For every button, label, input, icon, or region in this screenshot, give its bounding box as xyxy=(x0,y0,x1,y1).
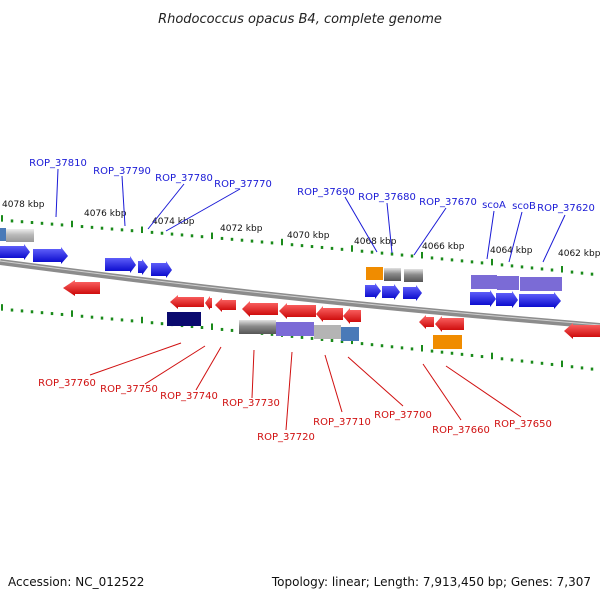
upper-feature-boxes xyxy=(0,228,562,291)
feature-box[interactable] xyxy=(239,320,276,334)
feature-box[interactable] xyxy=(497,276,519,290)
gene-label[interactable]: ROP_37710 xyxy=(313,417,371,428)
feature-box[interactable] xyxy=(314,325,341,339)
reverse-gene-arrow[interactable] xyxy=(170,295,204,309)
forward-gene-arrow[interactable] xyxy=(151,261,172,278)
ruler-label-4072: 4072 kbp xyxy=(220,224,263,234)
gene-label[interactable]: ROP_37760 xyxy=(38,378,96,389)
gene-label[interactable]: ROP_37670 xyxy=(419,197,477,208)
feature-box[interactable] xyxy=(384,268,401,281)
upper-scale-ruler: 4078 kbp 4076 kbp 4074 kbp 4072 kbp 4070… xyxy=(1,200,600,276)
feature-box[interactable] xyxy=(366,267,383,280)
ruler-label-4066: 4066 kbp xyxy=(422,242,465,252)
ruler-label-4078: 4078 kbp xyxy=(2,200,45,210)
reverse-gene-arrow[interactable] xyxy=(435,316,464,332)
reverse-strand-genes xyxy=(63,280,600,339)
gene-label[interactable]: scoA xyxy=(482,200,506,211)
gene-label[interactable]: ROP_37770 xyxy=(214,179,272,190)
forward-gene-arrow[interactable] xyxy=(0,244,30,260)
reverse-gene-arrow[interactable] xyxy=(205,296,212,310)
forward-gene-arrow[interactable] xyxy=(365,283,381,299)
feature-box[interactable] xyxy=(404,269,423,282)
ruler-label-4062: 4062 kbp xyxy=(558,249,600,259)
forward-gene-arrow[interactable] xyxy=(403,285,422,301)
gene-label[interactable]: ROP_37680 xyxy=(358,192,416,203)
accession-text: Accession: NC_012522 xyxy=(8,575,144,589)
forward-gene-arrow[interactable] xyxy=(138,259,148,275)
gene-label[interactable]: ROP_37620 xyxy=(537,203,595,214)
ruler-label-4070: 4070 kbp xyxy=(287,231,330,241)
feature-box[interactable] xyxy=(276,322,314,336)
reverse-gene-arrow[interactable] xyxy=(419,315,434,329)
forward-gene-arrow[interactable] xyxy=(382,284,400,300)
reverse-gene-arrow[interactable] xyxy=(242,301,278,317)
forward-gene-arrow[interactable] xyxy=(496,291,518,308)
gene-label[interactable]: ROP_37700 xyxy=(374,410,432,421)
topology-text: Topology: linear; Length: 7,913,450 bp; … xyxy=(271,575,591,589)
forward-gene-arrow[interactable] xyxy=(470,290,496,307)
gene-label[interactable]: ROP_37650 xyxy=(494,419,552,430)
feature-box[interactable] xyxy=(6,229,34,242)
forward-gene-arrow[interactable] xyxy=(519,292,561,309)
gene-label[interactable]: ROP_37730 xyxy=(222,398,280,409)
gene-label[interactable]: ROP_37740 xyxy=(160,391,218,402)
lower-feature-boxes xyxy=(167,312,462,349)
top-label-leaders xyxy=(55,168,566,263)
feature-box[interactable] xyxy=(433,335,462,349)
bottom-gene-labels: ROP_37760 ROP_37750 ROP_37740 ROP_37730 … xyxy=(38,378,552,443)
ruler-label-4076: 4076 kbp xyxy=(84,209,127,219)
genome-backbone xyxy=(0,259,600,329)
genome-backbone-highlight xyxy=(0,260,600,326)
ruler-label-4068: 4068 kbp xyxy=(354,237,397,247)
upper-ruler-ticks xyxy=(1,215,594,276)
forward-gene-arrow[interactable] xyxy=(33,247,68,264)
reverse-gene-arrow[interactable] xyxy=(316,306,343,322)
ruler-label-4074: 4074 kbp xyxy=(152,217,195,227)
feature-box[interactable] xyxy=(167,312,201,326)
gene-label[interactable]: ROP_37690 xyxy=(297,187,355,198)
reverse-gene-arrow[interactable] xyxy=(279,303,316,319)
reverse-gene-arrow[interactable] xyxy=(343,308,361,324)
bottom-label-leaders xyxy=(89,342,522,431)
forward-gene-arrow[interactable] xyxy=(105,256,136,273)
feature-box[interactable] xyxy=(520,277,562,291)
reverse-gene-arrow[interactable] xyxy=(564,323,600,339)
feature-box[interactable] xyxy=(471,275,497,289)
feature-box[interactable] xyxy=(0,228,6,241)
reverse-gene-arrow[interactable] xyxy=(63,280,100,296)
gene-label[interactable]: ROP_37660 xyxy=(432,425,490,436)
gene-label[interactable]: ROP_37790 xyxy=(93,166,151,177)
gene-label[interactable]: ROP_37750 xyxy=(100,384,158,395)
gene-label[interactable]: ROP_37810 xyxy=(29,158,87,169)
feature-box[interactable] xyxy=(341,327,359,341)
gene-label[interactable]: ROP_37780 xyxy=(155,173,213,184)
reverse-gene-arrow[interactable] xyxy=(215,298,236,312)
gene-label[interactable]: ROP_37720 xyxy=(257,432,315,443)
gene-label[interactable]: scoB xyxy=(512,201,536,212)
forward-strand-genes xyxy=(0,244,561,309)
top-gene-labels: ROP_37810 ROP_37790 ROP_37780 ROP_37770 … xyxy=(29,158,595,214)
map-title: Rhodococcus opacus B4, complete genome xyxy=(158,12,442,27)
